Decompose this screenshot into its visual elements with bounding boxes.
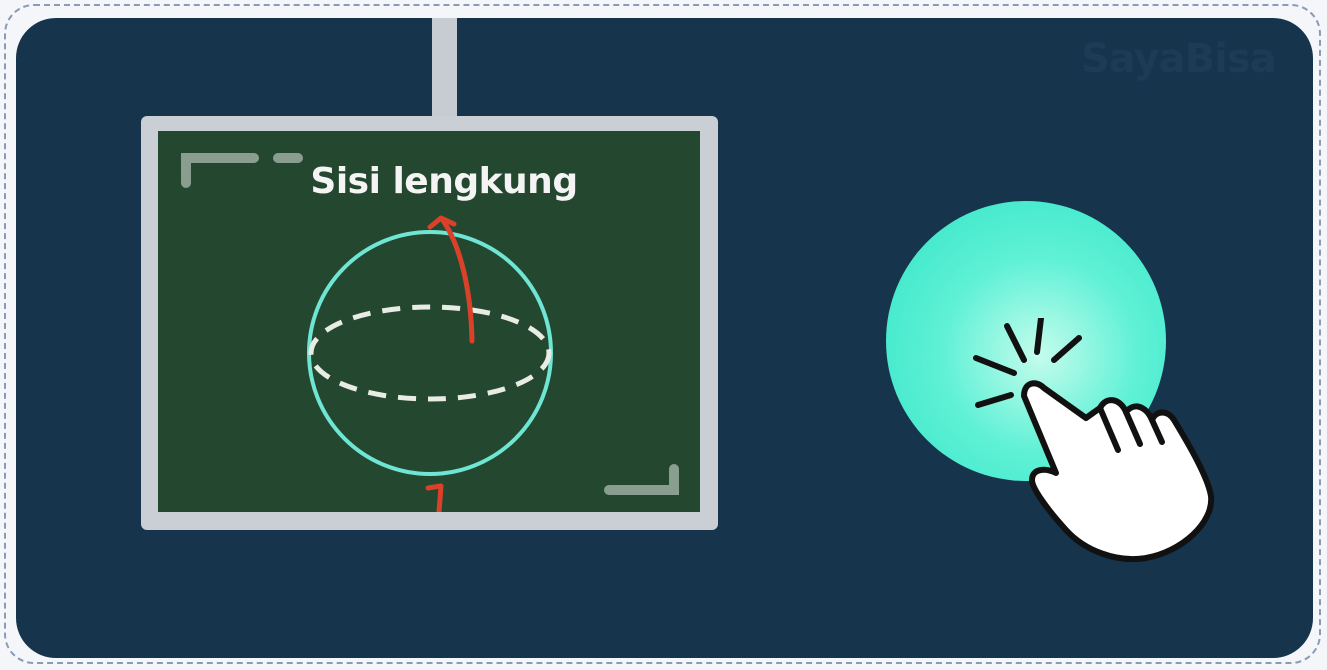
click-rays: [973, 318, 1082, 408]
sphere-outline: [307, 230, 553, 476]
sphere-equator: [308, 304, 552, 402]
sphere-illustration: [181, 153, 679, 512]
corner-bracket-top-left: [181, 153, 259, 188]
curved-surface-arrowhead: [427, 215, 457, 230]
main-panel: SayaBisa Sisi lengkung: [16, 18, 1313, 658]
corner-bracket-bottom-right: [604, 464, 679, 495]
tap-hand-icon: [973, 318, 1215, 562]
board-pole: [432, 18, 457, 122]
page-frame: [4, 4, 1321, 664]
chalkboard-surface: Sisi lengkung: [158, 131, 700, 512]
chalkboard: Sisi lengkung: [141, 116, 718, 530]
next-arrow-partial: [425, 483, 444, 512]
curved-surface-arrow: [439, 216, 475, 344]
watermark: SayaBisa: [1081, 36, 1277, 82]
board-title: Sisi lengkung: [310, 161, 578, 202]
hand-shape: [1021, 380, 1215, 562]
finger-lines: [1097, 405, 1165, 453]
